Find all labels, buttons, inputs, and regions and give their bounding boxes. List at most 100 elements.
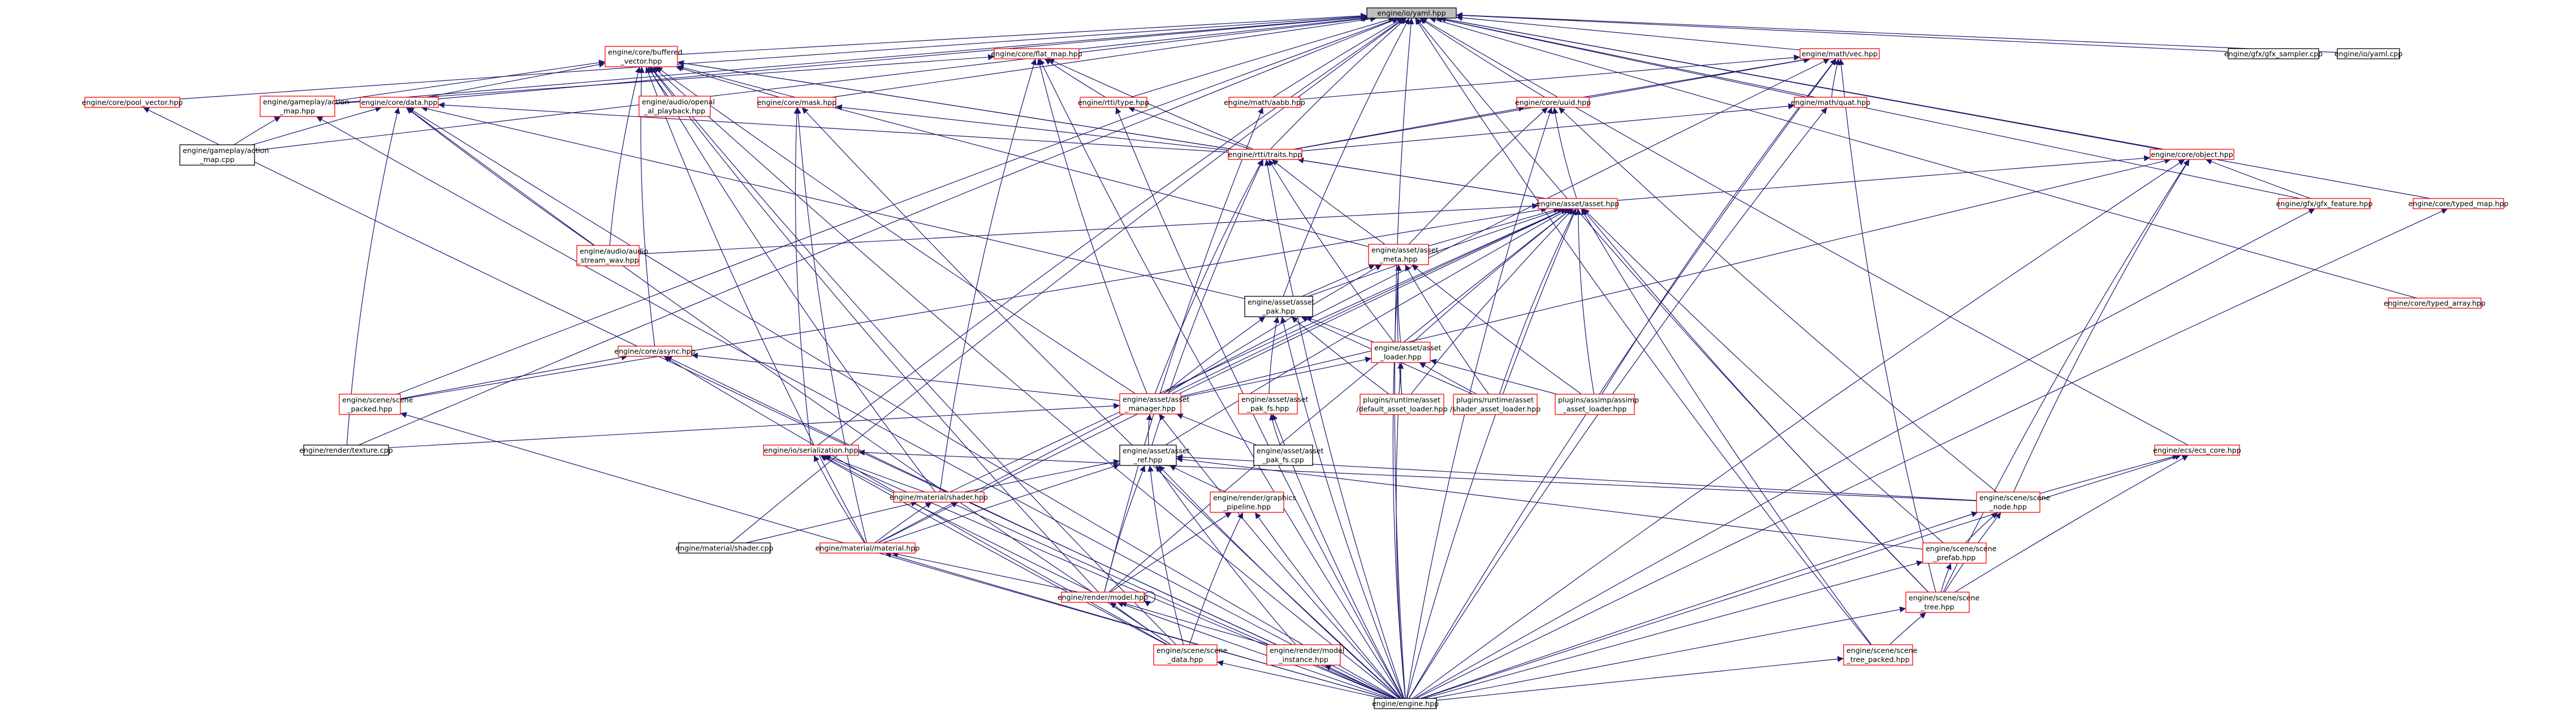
- edge-scene_tree-to-vec: [1838, 58, 1936, 593]
- node-stream_wav[interactable]: engine/audio/audio_stream_wav.hpp: [576, 245, 649, 266]
- edge-engine-to-buffered_vector: [653, 66, 1400, 699]
- edge-data-to-buffered_vector: [426, 61, 606, 98]
- edge-shader_hpp-to-asset: [950, 208, 1567, 493]
- node-asset_loader[interactable]: engine/asset/asset_loader.hpp: [1371, 342, 1442, 363]
- edge-material-to-serialization: [813, 455, 865, 543]
- node-material[interactable]: engine/material/material.hpp: [815, 542, 920, 554]
- node-yaml[interactable]: engine/io/yaml.hpp: [1366, 7, 1457, 19]
- node-scene_tree[interactable]: engine/scene/scene_tree.hpp: [1905, 592, 1980, 613]
- edge-asset_manager-to-async: [691, 352, 1120, 401]
- node-tree_packed[interactable]: engine/scene/scene_tree_packed.hpp: [1843, 644, 1918, 666]
- node-graphics_pipeline[interactable]: engine/render/graphics_pipeline.hpp: [1210, 491, 1296, 513]
- edge-shader_asset_loader-to-asset: [1499, 208, 1576, 395]
- edge-material-to-vec: [877, 58, 1830, 543]
- node-box: [2337, 48, 2400, 59]
- node-label: engine/audio/audio: [580, 247, 649, 255]
- node-label: engine/engine.hpp: [1372, 699, 1439, 707]
- edge-uuid-to-vec: [1582, 57, 1810, 98]
- node-model_instance[interactable]: engine/render/model_instance.hpp: [1266, 644, 1344, 666]
- node-action_map_cpp[interactable]: engine/gameplay/action_map.cpp: [179, 144, 269, 166]
- node-shader_hpp[interactable]: engine/material/shader.hpp: [890, 491, 988, 503]
- node-gfx_sampler[interactable]: engine/gfx/gfx_sampler.cpp: [2224, 48, 2323, 59]
- node-gfx_feature[interactable]: engine/gfx/gfx_feature.hpp: [2276, 198, 2373, 209]
- node-box: [819, 542, 916, 554]
- node-label: engine/material/shader.cpp: [676, 543, 774, 552]
- node-scene_node[interactable]: engine/scene/scene_node.hpp: [1976, 491, 2051, 513]
- edge-model-to-aabb: [1104, 107, 1263, 593]
- edge-scene_tree-to-scene_prefab: [1940, 563, 1952, 593]
- node-buffered_vector[interactable]: engine/core/buffered_vector.hpp: [605, 46, 683, 67]
- edge-scene_data-to-serialization: [820, 455, 1167, 645]
- node-io_yaml_cpp[interactable]: engine/io/yaml.cpp: [2335, 48, 2403, 59]
- node-asset_pak_fs[interactable]: engine/asset/asset_pak_fs.hpp: [1238, 393, 1309, 415]
- node-action_map_hpp[interactable]: engine/gameplay/action_map.hpp: [260, 96, 349, 117]
- node-ecs_core[interactable]: engine/ecs/ecs_core.hpp: [2153, 445, 2241, 456]
- node-label: engine/core/typed_map.hpp: [2408, 199, 2508, 208]
- node-flat_map[interactable]: engine/core/flat_map.hpp: [991, 48, 1082, 59]
- edge-flat_map-to-yaml: [1078, 15, 1367, 50]
- node-async[interactable]: engine/core/async.hpp: [614, 346, 696, 357]
- node-default_asset_loader[interactable]: plugins/runtime/asset/default_asset_load…: [1356, 394, 1448, 415]
- node-shader_asset_loader[interactable]: plugins/runtime/asset/shader_asset_loade…: [1450, 394, 1541, 415]
- node-engine[interactable]: engine/engine.hpp: [1372, 698, 1439, 709]
- edge-pool_vector-to-yaml: [179, 13, 1367, 100]
- edge-engine-to-asset_pak: [1280, 316, 1404, 699]
- edge-shader_cpp-to-yaml: [731, 18, 1405, 543]
- node-traits[interactable]: engine/rtti/traits.hpp: [1228, 149, 1302, 160]
- node-box: [605, 46, 678, 67]
- edge-shader_asset_loader-to-asset_loader: [1419, 362, 1477, 395]
- node-asset_pak_fs_cpp[interactable]: engine/asset/asset_pak_fs.cpp: [1253, 445, 1324, 466]
- node-typed_array[interactable]: engine/core/typed_array.hpp: [2384, 297, 2486, 309]
- node-mask[interactable]: engine/core/mask.hpp: [757, 97, 837, 108]
- node-box: [763, 445, 859, 456]
- node-asset_manager[interactable]: engine/asset/asset_manager.hpp: [1119, 393, 1190, 415]
- node-object[interactable]: engine/core/object.hpp: [2150, 149, 2234, 160]
- node-label: engine/scene/scene: [1909, 593, 1980, 602]
- node-rtti_type[interactable]: engine/rtti/type.hpp: [1078, 97, 1149, 108]
- node-scene_packed[interactable]: engine/scene/scene_packed.hpp: [339, 394, 413, 415]
- edge-traits-to-uuid: [1293, 105, 1525, 150]
- edge-engine-to-ecs_core: [1421, 454, 2182, 699]
- node-aabb[interactable]: engine/math/aabb.hpp: [1224, 97, 1305, 108]
- node-openal[interactable]: engine/audio/openal_al_playback.hpp: [638, 96, 715, 117]
- node-label: _pak.hpp: [1262, 307, 1295, 315]
- edge-asset_manager-to-asset_pak: [1163, 316, 1266, 394]
- edge-engine-to-traits: [1264, 159, 1405, 699]
- node-label: engine/scene/scene: [1157, 646, 1228, 654]
- edge-engine-to-asset_meta: [1392, 264, 1406, 699]
- edge-action_map_hpp-to-yaml: [334, 14, 1367, 104]
- node-label: engine/asset/asset: [1123, 446, 1190, 455]
- node-model[interactable]: engine/render/model.hpp: [1058, 592, 1148, 603]
- node-uuid[interactable]: engine/core/uuid.hpp: [1515, 97, 1591, 108]
- node-scene_prefab[interactable]: engine/scene/scene_prefab.hpp: [1922, 542, 1997, 564]
- node-quat[interactable]: engine/math/quat.hpp: [1791, 97, 1871, 108]
- node-serialization[interactable]: engine/io/serialization.hpp: [763, 445, 859, 456]
- edge-model-to-asset_ref: [1104, 465, 1146, 593]
- node-pool_vector[interactable]: engine/core/pool_vector.hpp: [82, 97, 183, 108]
- edge-mask-to-buffered_vector: [675, 65, 780, 98]
- node-label: engine/asset/asset: [1371, 245, 1439, 254]
- node-asset_pak[interactable]: engine/asset/asset_pak.hpp: [1244, 296, 1315, 317]
- edge-asset_ref-to-asset_manager: [1146, 413, 1153, 446]
- node-label: _asset_loader.hpp: [1563, 404, 1627, 413]
- node-vec[interactable]: engine/math/vec.hpp: [1800, 48, 1880, 59]
- node-label: _ref.hpp: [1133, 455, 1162, 464]
- node-asset_meta[interactable]: engine/asset/asset_meta.hpp: [1368, 244, 1439, 265]
- edge-asset_pak_fs_cpp-to-asset_manager: [1176, 413, 1257, 446]
- node-box: [1976, 491, 2040, 513]
- node-assimp_loader[interactable]: plugins/assimp/assimp_asset_loader.hpp: [1555, 394, 1639, 415]
- edge-asset_manager-to-object: [1180, 158, 2171, 397]
- edge-assimp_loader-to-asset: [1575, 208, 1595, 395]
- node-asset[interactable]: engine/asset/asset.hpp: [1537, 198, 1619, 209]
- node-typed_map[interactable]: engine/core/typed_map.hpp: [2408, 198, 2509, 209]
- node-render_texture[interactable]: engine/render/texture.cpp: [299, 445, 393, 456]
- edge-engine-to-pool_vector: [143, 107, 1395, 699]
- edge-engine-to-flat_map: [1039, 58, 1403, 699]
- edge-engine-to-graphics_pipeline: [1254, 512, 1402, 699]
- node-asset_ref[interactable]: engine/asset/asset_ref.hpp: [1119, 445, 1190, 466]
- node-data[interactable]: engine/core/data.hpp: [360, 97, 439, 108]
- node-scene_data[interactable]: engine/scene/scene_data.hpp: [1153, 644, 1228, 666]
- edge-asset_loader-to-asset_pak: [1305, 316, 1374, 343]
- node-shader_cpp[interactable]: engine/material/shader.cpp: [676, 542, 774, 554]
- edge-material-to-buffered_vector: [645, 66, 866, 543]
